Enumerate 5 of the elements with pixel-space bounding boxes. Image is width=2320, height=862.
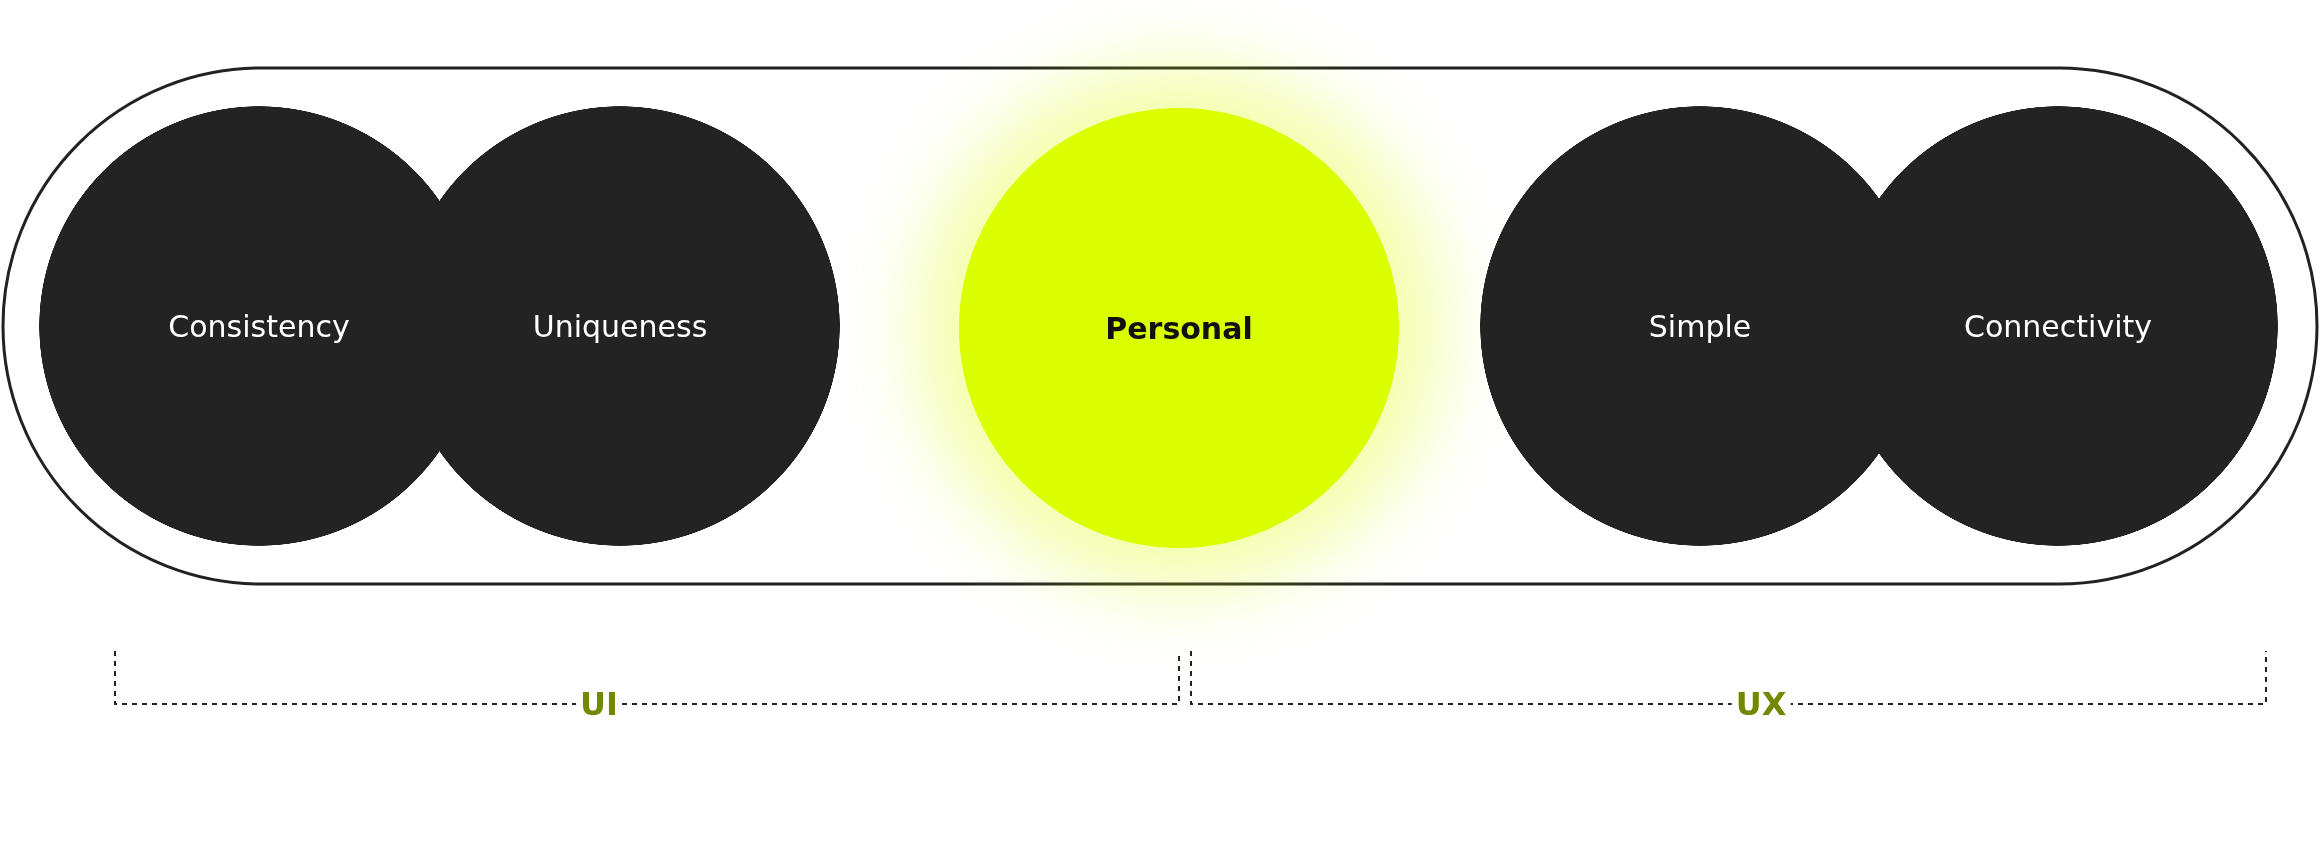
node-label: Personal <box>1105 310 1253 346</box>
node-label: Simple <box>1648 308 1752 344</box>
node-label: Consistency <box>168 308 350 344</box>
node-label: Connectivity <box>1964 308 2152 344</box>
node-label: Uniqueness <box>532 308 708 344</box>
